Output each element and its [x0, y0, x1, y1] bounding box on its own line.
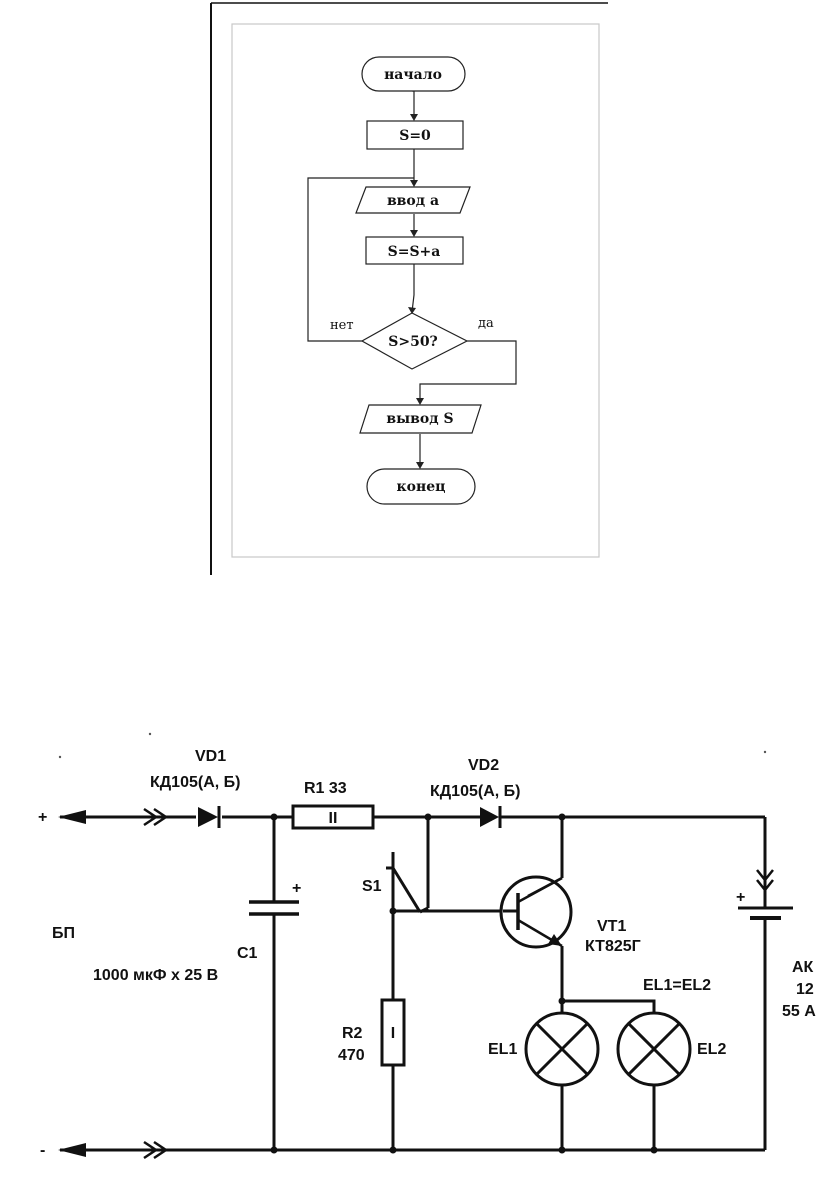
start-terminator [361, 56, 466, 92]
speck-dot [58, 755, 62, 759]
yes-branch-label: да [478, 316, 494, 331]
r2-label: R2 [342, 1025, 363, 1042]
switch-s1 [386, 852, 429, 914]
s1-label: S1 [362, 878, 382, 895]
flowchart-frame [231, 23, 600, 558]
init-label: S=0 [399, 128, 431, 144]
speck-dot [763, 750, 767, 754]
psu-label: БП [52, 925, 75, 942]
battery-plus-sign: + [736, 889, 745, 906]
c1-value-label: 1000 мкФ х 25 В [93, 967, 218, 984]
el2-label: EL2 [697, 1041, 726, 1058]
end-label: конец [397, 479, 446, 495]
vt1-type-label: КТ825Г [585, 938, 641, 955]
flow-connectors [307, 90, 517, 467]
battery-label-line2: 12 [796, 981, 814, 998]
vd2-label: VD2 [468, 757, 499, 774]
vd1-label: VD1 [195, 748, 226, 765]
output-parallelogram [359, 404, 482, 434]
speck-dot [148, 732, 152, 736]
lamp-el2 [616, 1011, 692, 1087]
condition-label: S>50? [388, 334, 438, 350]
input-terminal-minus [58, 1140, 169, 1160]
junction-dots [270, 813, 658, 1154]
input-label: ввод а [387, 193, 439, 209]
resistor-r2 [380, 998, 406, 1067]
add-label: S=S+а [388, 244, 441, 260]
input-parallelogram [355, 186, 471, 214]
lamp-el1 [524, 1011, 600, 1087]
battery-label-line3: 55 А [782, 1003, 816, 1020]
el1-label: EL1 [488, 1041, 517, 1058]
battery-terminal-arrow [756, 869, 774, 893]
minus-terminal-label: - [40, 1142, 45, 1159]
vd1-type-label: КД105(А, Б) [150, 774, 240, 791]
no-branch-label: нет [330, 318, 354, 333]
r1-label: R1 33 [304, 780, 347, 797]
r2-value-label: 470 [338, 1047, 365, 1064]
condition-diamond [360, 312, 469, 370]
plus-terminal-label: + [38, 809, 47, 826]
add-process-box [365, 236, 464, 265]
flowchart: начало S=0 ввод а S=S+а S>50? нет да выв… [210, 2, 608, 575]
capacitor-c1 [249, 900, 299, 916]
vd2-type-label: КД105(А, Б) [430, 783, 520, 800]
flow-arrowheads [408, 114, 424, 469]
vt1-label: VT1 [597, 918, 626, 935]
battery-symbol [738, 906, 793, 920]
c1-label: С1 [237, 945, 258, 962]
el-equal-note: EL1=EL2 [643, 977, 711, 994]
diode-vd1 [198, 806, 221, 828]
end-terminator [366, 468, 476, 505]
circuit-diagram: + - БП VD1 КД105(А, Б) II R1 33 VD2 КД10… [38, 732, 816, 1160]
r2-mark: I [391, 1025, 395, 1042]
output-label: вывод S [386, 411, 453, 427]
init-process-box [366, 120, 464, 150]
c1-plus-sign: + [292, 880, 301, 897]
resistor-r1 [291, 804, 375, 830]
start-label: начало [384, 67, 442, 83]
transistor-vt1 [499, 875, 573, 949]
diode-vd2 [480, 806, 502, 828]
r1-mark: II [329, 810, 338, 827]
input-terminal-plus [58, 807, 169, 827]
battery-label-line1: АК [792, 959, 814, 976]
